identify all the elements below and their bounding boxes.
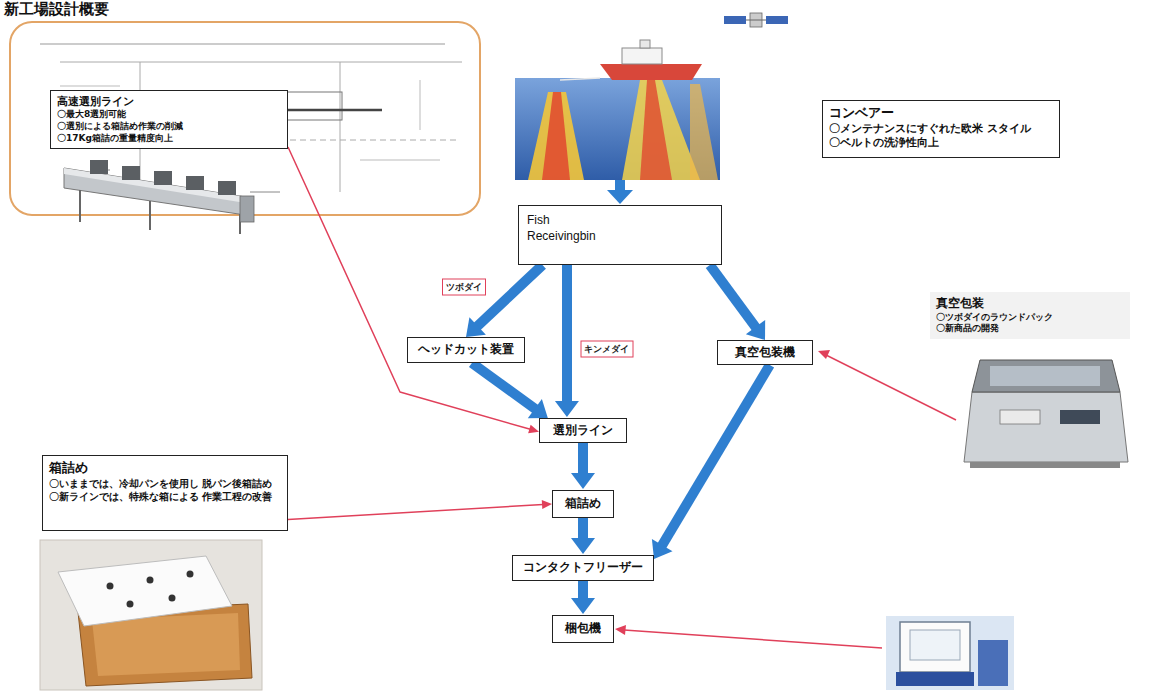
node-note: 〇選別による箱詰め作業の削減 (57, 121, 281, 133)
arrow-head (542, 500, 552, 509)
page-title: 新工場設計概要 (4, 0, 109, 18)
node-note: 〇いままでは、冷却パンを使用し 脱パン後箱詰め (49, 477, 281, 490)
node-text: コンベアー (829, 105, 1053, 122)
node-text: 真空包装機 (735, 345, 795, 361)
node-text: 高速選別ライン (57, 95, 281, 109)
arrow-head (555, 401, 579, 417)
node-text: 箱詰め (49, 460, 281, 477)
connector-line (578, 581, 588, 599)
callout-box: 高速選別ライン〇最大8選別可能〇選別による箱詰め作業の削減〇17Kg箱詰の重量精… (50, 90, 288, 149)
receiving-bin-box: Fish Receivingbin (518, 205, 722, 265)
flow-arrow (571, 443, 595, 489)
process-box: 箱詰め (552, 490, 614, 518)
strapping-machine-photo (886, 616, 1014, 690)
node-note: 〇17Kg箱詰の重量精度向上 (57, 133, 281, 145)
edge-label: キンメダイ (580, 341, 633, 358)
process-box: 選別ライン (539, 418, 627, 443)
flow-arrow (652, 365, 770, 559)
vacuum-packer-photo (964, 360, 1128, 468)
node-note: 〇メンテナンスにすぐれた欧米 スタイル (829, 122, 1053, 136)
arrow-head (466, 317, 486, 337)
process-box: コンタクトフリーザー (512, 555, 654, 581)
leader-arrow (288, 500, 552, 520)
node-text: 選別ライン (553, 423, 613, 439)
connector-line (578, 443, 588, 474)
photo-leader (615, 350, 956, 648)
node-text: ヘッドカット装置 (418, 342, 514, 358)
flow-arrow (466, 265, 543, 337)
node-text: 真空包装 (936, 296, 1124, 312)
connector-line (288, 505, 543, 520)
connector-line (477, 265, 543, 327)
arrow-head (528, 399, 548, 418)
node-text: コンタクトフリーザー (523, 560, 643, 576)
callout-box: コンベアー〇メンテナンスにすぐれた欧米 スタイル〇ベルトの洗浄性向上 (822, 100, 1060, 158)
node-note: 〇ツボダイのラウンドパック (936, 312, 1124, 324)
connector-line (472, 363, 536, 409)
leader-arrow (288, 147, 539, 433)
arrow-head (652, 539, 673, 559)
connector-line (288, 147, 530, 429)
connector-line (562, 265, 572, 402)
flow-arrow (555, 265, 579, 417)
connector-line (578, 518, 588, 539)
callout-box: 箱詰め〇いままでは、冷却パンを使用し 脱パン後箱詰め〇新ラインでは、特殊な箱によ… (42, 455, 288, 531)
arrow-head (571, 473, 595, 489)
sonar-picture (515, 13, 788, 204)
flow-arrow (571, 518, 595, 554)
node-text: 梱包機 (565, 621, 601, 637)
arrow-head (746, 320, 765, 340)
node-note: 〇新商品の開発 (936, 323, 1124, 335)
flow-arrow (710, 265, 765, 340)
node-note: 〇新ラインでは、特殊な箱による 作業工程の改善 (49, 490, 281, 503)
arrow-head (571, 538, 595, 554)
edge-label: ツボダイ (442, 279, 486, 296)
process-box: ヘッドカット装置 (407, 337, 525, 363)
flow-arrow (472, 363, 548, 418)
node-note: 〇最大8選別可能 (57, 109, 281, 121)
process-box: 梱包機 (552, 615, 614, 643)
foam-box-photo (40, 540, 262, 690)
connector-line (710, 265, 756, 328)
sorting-line-photo (64, 160, 254, 234)
process-box: 真空包装機 (717, 340, 813, 365)
callout-box: 真空包装〇ツボダイのラウンドパック〇新商品の開発 (930, 292, 1130, 339)
node-text: 箱詰め (565, 496, 601, 512)
connector-line (662, 365, 770, 546)
arrow-head (528, 425, 539, 434)
plan-drawing (10, 22, 480, 215)
arrow-head (571, 598, 595, 614)
node-note: 〇ベルトの洗浄性向上 (829, 136, 1053, 150)
flow-arrow (571, 581, 595, 614)
node-text: Fish Receivingbin (527, 212, 619, 244)
